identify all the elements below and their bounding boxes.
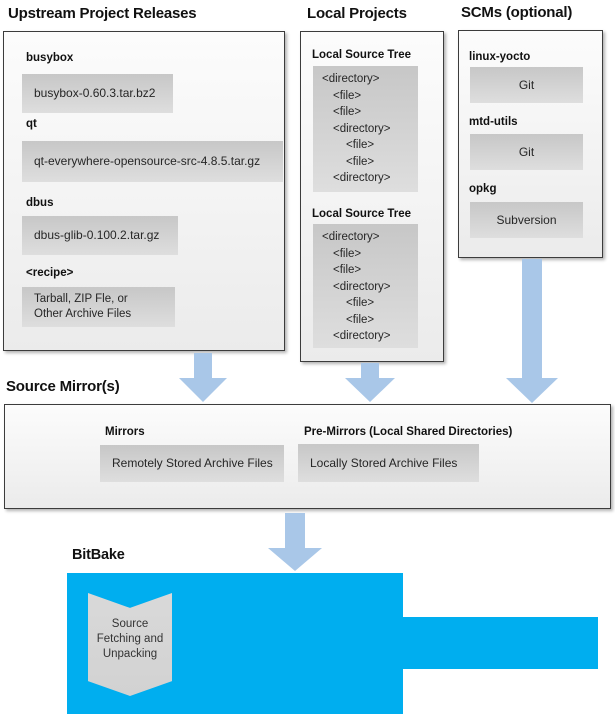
local-source-tree-label: Local Source Tree: [312, 49, 412, 61]
scm-type-box: Subversion: [470, 202, 583, 238]
mirrors-label: Mirrors: [105, 426, 145, 438]
down-arrow-local: [345, 363, 395, 402]
upstream-item-label: <recipe>: [26, 267, 74, 279]
down-arrow-upstream: [179, 353, 227, 402]
tree-line: <file>: [333, 89, 362, 102]
tree-line: <directory>: [333, 172, 391, 184]
tree-line: <file>: [346, 139, 375, 151]
mirror-archive-box: Locally Stored Archive Files: [298, 444, 479, 482]
tree-line: <file>: [333, 247, 362, 260]
down-arrow-bitbake: [268, 513, 322, 571]
archive-file-box: dbus-glib-0.100.2.tar.gz: [22, 216, 178, 255]
pre-mirrors-label: Pre-Mirrors (Local Shared Directories): [304, 426, 513, 438]
archive-file-box: qt-everywhere-opensource-src-4.8.5.tar.g…: [22, 141, 283, 182]
scm-item-label: linux-yocto: [469, 51, 531, 63]
tree-line: <file>: [346, 297, 375, 309]
upstream-heading: Upstream Project Releases: [8, 5, 197, 22]
upstream-item-label: busybox: [26, 52, 74, 64]
tree-line: <directory>: [322, 231, 380, 243]
tree-line: <file>: [346, 155, 375, 168]
scm-item-label: opkg: [469, 183, 497, 195]
source-fetching-ribbon: Source Fetching and Unpacking: [88, 593, 172, 696]
upstream-item-label: qt: [26, 118, 37, 130]
mirror-archive-box: Remotely Stored Archive Files: [100, 445, 284, 482]
scm-type-box: Git: [470, 134, 583, 170]
tree-line: <file>: [333, 264, 362, 276]
bitbake-heading: BitBake: [72, 547, 125, 563]
tree-line: <file>: [333, 106, 362, 118]
scm-item-label: mtd-utils: [469, 116, 518, 128]
local-projects-heading: Local Projects: [307, 5, 407, 22]
source-mirrors-heading: Source Mirror(s): [6, 378, 120, 395]
tree-line: <directory>: [333, 280, 391, 293]
bitbake-output-bar: [402, 617, 598, 669]
local-source-tree-label: Local Source Tree: [312, 208, 412, 220]
tree-line: <directory>: [333, 330, 391, 342]
tree-line: <file>: [346, 313, 375, 326]
scms-heading: SCMs (optional): [461, 4, 573, 21]
archive-file-box: busybox-0.60.3.tar.bz2: [22, 74, 173, 113]
upstream-item-label: dbus: [26, 197, 54, 209]
scm-type-box: Git: [470, 67, 583, 103]
tree-line: <directory>: [333, 122, 391, 135]
source-tree-box: <directory> <file> <file> <directory> <f…: [313, 224, 418, 348]
archive-file-box: Tarball, ZIP Fle, or Other Archive Files: [22, 287, 175, 327]
source-tree-box: <directory> <file> <file> <directory> <f…: [313, 66, 418, 192]
tree-line: <directory>: [322, 73, 380, 85]
down-arrow-scms: [506, 259, 558, 403]
